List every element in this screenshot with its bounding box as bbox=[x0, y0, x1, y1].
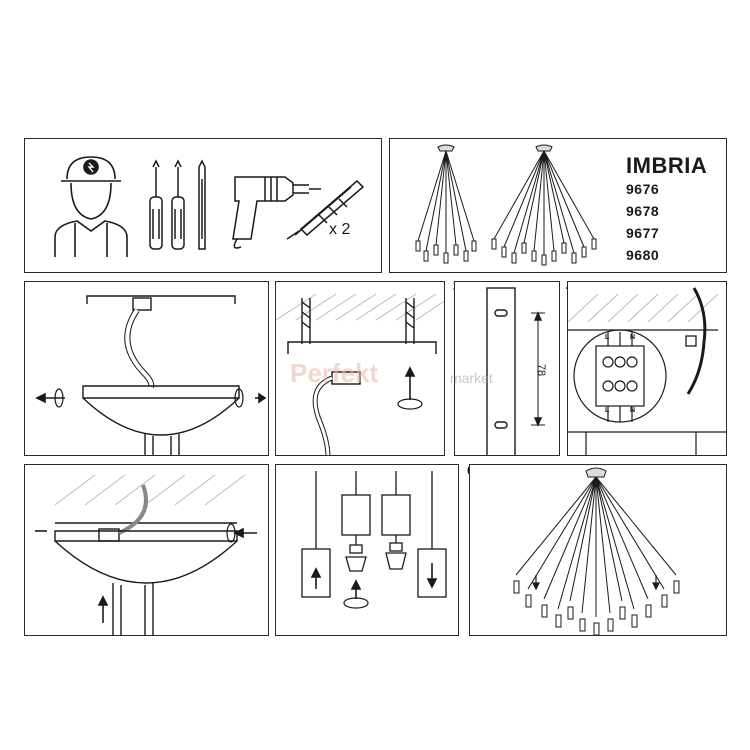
step-3-panel: 78 bbox=[454, 281, 560, 456]
model-title: IMBRIA bbox=[626, 153, 708, 178]
step-2-illustration bbox=[276, 293, 444, 455]
models-panel: IMBRIA 9676 9678 9677 9680 bbox=[389, 138, 727, 273]
tester-screwdriver-icon bbox=[198, 159, 206, 250]
rotate-icon bbox=[343, 597, 369, 609]
ceiling-hatch bbox=[568, 293, 719, 323]
chandelier-large-icon bbox=[491, 144, 597, 266]
step-4-illustration bbox=[568, 287, 726, 455]
dowel-screw-icon bbox=[286, 179, 365, 240]
screwdriver-icon bbox=[149, 159, 163, 250]
chandelier-small-icon bbox=[415, 144, 477, 264]
step-1-illustration bbox=[35, 295, 267, 455]
electrician-icon bbox=[54, 156, 128, 257]
step-5b-panel bbox=[275, 464, 459, 636]
arrow-icon bbox=[532, 575, 660, 591]
step-5a-illustration bbox=[35, 474, 257, 635]
model-code: 9680 bbox=[626, 247, 660, 263]
ceiling-hatch bbox=[276, 293, 444, 321]
drill-icon bbox=[232, 176, 321, 249]
arrow-icon bbox=[35, 527, 257, 623]
screwdriver-icon bbox=[171, 159, 185, 250]
step-4-panel: L N L N bbox=[567, 281, 727, 456]
ceiling-hatch bbox=[54, 474, 246, 506]
arrow-icon bbox=[404, 366, 416, 400]
terminal-label: N bbox=[630, 334, 636, 341]
step-6-illustration bbox=[513, 467, 680, 635]
terminal-block-icon bbox=[568, 329, 726, 455]
model-code: 9676 bbox=[626, 181, 660, 197]
model-code: 9677 bbox=[626, 225, 660, 241]
dimension-label: 78 bbox=[535, 363, 548, 377]
arrow-icon bbox=[35, 392, 267, 404]
chandelier-models-illustration bbox=[415, 144, 597, 266]
step-6-panel bbox=[469, 464, 727, 636]
model-code: 9678 bbox=[626, 203, 660, 219]
rotate-icon bbox=[226, 523, 236, 543]
step-3-illustration bbox=[486, 287, 545, 455]
step-5b-illustration bbox=[301, 471, 447, 609]
quantity-label: x 2 bbox=[329, 221, 351, 238]
arrow-icon bbox=[310, 563, 438, 599]
terminal-label: L bbox=[605, 334, 610, 341]
step-5a-panel bbox=[24, 464, 269, 636]
tools-illustration bbox=[54, 156, 365, 257]
rotate-icon bbox=[54, 388, 244, 408]
terminal-label: L bbox=[605, 407, 610, 414]
step-2-panel bbox=[275, 281, 445, 456]
rotate-icon bbox=[397, 398, 423, 410]
tools-panel: x 2 bbox=[24, 138, 382, 273]
terminal-label: N bbox=[630, 407, 636, 414]
step-1-panel bbox=[24, 281, 269, 456]
